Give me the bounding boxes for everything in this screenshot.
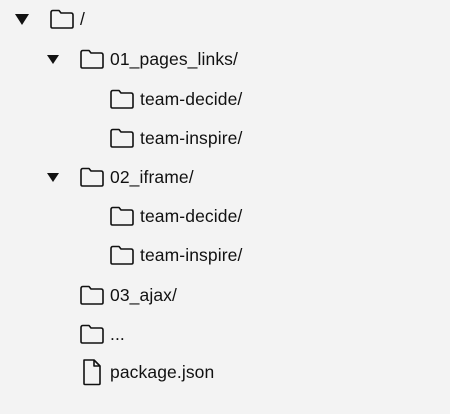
tree-row-folder[interactable]: team-decide/: [108, 201, 242, 231]
tree-row-folder[interactable]: team-inspire/: [108, 123, 242, 153]
tree-row-folder[interactable]: 02_iframe/: [45, 162, 194, 192]
folder-icon: [108, 126, 136, 150]
file-icon: [78, 359, 106, 386]
folder-icon: [108, 243, 136, 267]
folder-icon: [48, 7, 76, 31]
tree-item-label: team-inspire/: [140, 245, 243, 265]
tree-row-folder[interactable]: 03_ajax/: [78, 280, 177, 310]
tree-item-label: team-decide/: [140, 89, 243, 109]
tree-row-folder[interactable]: ...: [78, 319, 125, 349]
triangle-down-icon[interactable]: [14, 11, 30, 27]
tree-item-label: team-inspire/: [140, 128, 243, 148]
folder-icon: [78, 283, 106, 307]
folder-icon: [78, 47, 106, 71]
triangle-down-icon[interactable]: [45, 51, 61, 67]
tree-row-folder[interactable]: 01_pages_links/: [45, 44, 238, 74]
folder-icon: [78, 322, 106, 346]
folder-icon: [108, 204, 136, 228]
folder-icon: [108, 87, 136, 111]
tree-item-label: team-decide/: [140, 206, 243, 226]
tree-row-file[interactable]: package.json: [78, 357, 214, 387]
tree-item-label: 02_iframe/: [110, 167, 194, 187]
tree-item-label: 03_ajax/: [110, 285, 177, 305]
tree-row-folder[interactable]: team-decide/: [108, 84, 242, 114]
triangle-down-icon[interactable]: [45, 169, 61, 185]
tree-item-label: package.json: [110, 362, 215, 382]
folder-icon: [78, 165, 106, 189]
tree-row-folder[interactable]: team-inspire/: [108, 240, 242, 270]
tree-label-root: /: [80, 9, 85, 29]
tree-row-root[interactable]: /: [14, 4, 85, 34]
tree-item-label: 01_pages_links/: [110, 49, 238, 69]
tree-item-label: ...: [110, 324, 125, 344]
